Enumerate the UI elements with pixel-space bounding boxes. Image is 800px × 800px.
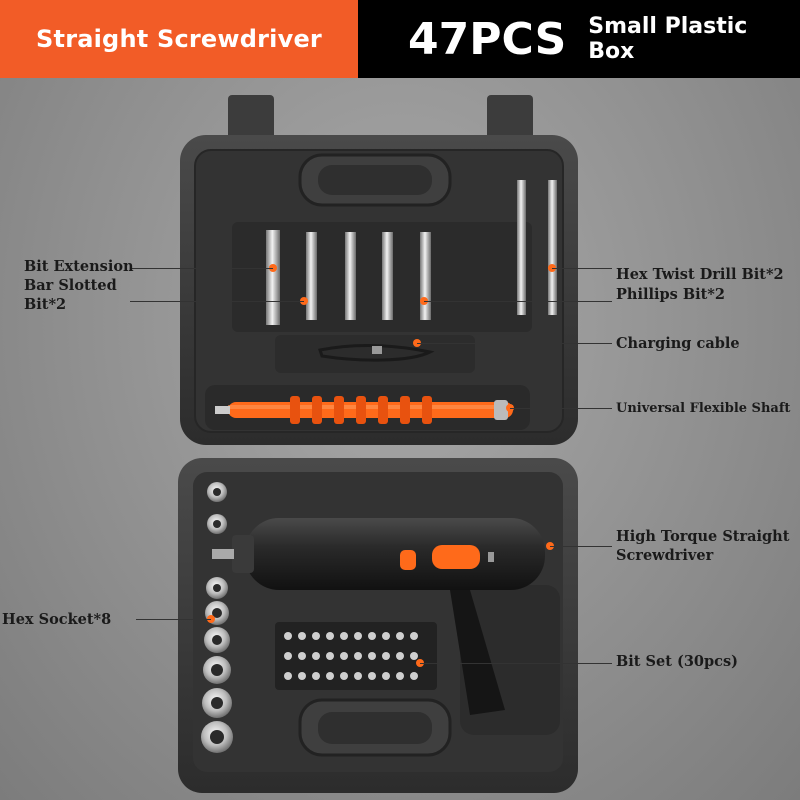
- leader-bit-extension-1: [130, 268, 273, 269]
- label-bit-extension-line1: Bit Extension: [24, 258, 134, 275]
- leader-bit-extension-2: [130, 301, 304, 302]
- label-bit-extension-line3: Bit*2: [24, 296, 67, 313]
- label-bit-set: Bit Set (30pcs): [616, 653, 738, 670]
- kit-info-bar: 47PCS Small Plastic Box: [358, 0, 800, 78]
- latch-right: [487, 95, 533, 145]
- screwdriver: [212, 518, 545, 715]
- product-type-title: Straight Screwdriver: [36, 25, 322, 53]
- bit-set: [275, 622, 437, 690]
- label-bit-extension-line2: Bar Slotted: [24, 277, 117, 294]
- leader-hex-socket: [136, 619, 211, 620]
- charging-cable: [318, 344, 435, 362]
- leader-phillips: [424, 301, 612, 302]
- hex-sockets: [201, 482, 233, 753]
- header-banner: Straight Screwdriver 47PCS Small Plastic…: [0, 0, 800, 78]
- leader-charging: [417, 343, 612, 344]
- label-screwdriver: High Torque Straight Screwdriver: [616, 527, 789, 565]
- label-bit-extension: Bit Extension Bar Slotted Bit*2: [24, 257, 134, 314]
- label-phillips: Phillips Bit*2: [616, 286, 725, 303]
- label-hex-twist: Hex Twist Drill Bit*2: [616, 266, 784, 283]
- label-screwdriver-line2: Screwdriver: [616, 547, 714, 564]
- latch-left: [228, 95, 274, 145]
- leader-flex-shaft: [510, 408, 612, 409]
- box-type: Small Plastic Box: [588, 14, 748, 64]
- flexible-shaft: [215, 396, 513, 424]
- piece-count: 47PCS: [408, 13, 567, 65]
- tool-case-illustration: [178, 95, 578, 793]
- leader-screwdriver: [550, 546, 612, 547]
- label-flex-shaft: Universal Flexible Shaft: [616, 401, 791, 416]
- product-type-badge: Straight Screwdriver: [0, 0, 358, 78]
- label-charging: Charging cable: [616, 335, 740, 352]
- leader-hex-twist: [552, 268, 612, 269]
- label-hex-socket: Hex Socket*8: [2, 611, 112, 628]
- label-screwdriver-line1: High Torque Straight: [616, 528, 790, 545]
- leader-bit-set: [420, 663, 612, 664]
